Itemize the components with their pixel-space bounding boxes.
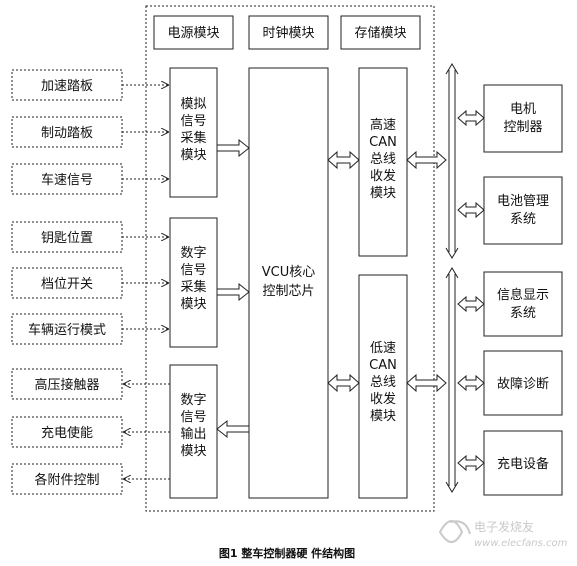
can-high-bus-arrow <box>406 150 447 170</box>
can-high-line-2: CAN <box>369 135 397 150</box>
storage-module: 存储模块 <box>340 15 421 50</box>
key-position-box: 钥匙位置 <box>11 221 123 253</box>
figure-caption: 图1 整车控制器硬 件结构图 <box>219 546 355 560</box>
clock-module: 时钟模块 <box>248 15 329 50</box>
power-module-label: 电源模块 <box>167 26 219 41</box>
clock-module-label: 时钟模块 <box>262 25 314 41</box>
watermark: 电子发烧友 www.elecfans.com <box>438 519 568 549</box>
power-module: 电源模块 <box>153 15 234 50</box>
high-speed-can-bus <box>445 63 459 259</box>
vehicle-speed-label: 车速信号 <box>41 172 93 188</box>
analog-to-core-arrow <box>216 138 250 158</box>
digital-out-line-1: 数字 <box>180 393 206 408</box>
motor-controller-line-2: 控制器 <box>503 120 542 135</box>
can-low-line-4: 收发 <box>370 391 396 407</box>
run-mode-box: 车辆运行模式 <box>11 313 123 345</box>
can-low-bus-arrow <box>406 373 447 393</box>
digital-acquisition-module: 数字 信号 采集 模块 <box>169 217 218 348</box>
hv-contactor-box: 高压接触器 <box>11 368 123 400</box>
digital-acq-line-3: 采集 <box>180 279 206 295</box>
input-arrows <box>122 85 168 329</box>
can-high-line-5: 模块 <box>370 186 396 201</box>
digital-to-core-arrow <box>216 282 250 302</box>
analog-acquisition-module: 模拟 信号 采集 模块 <box>169 67 218 198</box>
watermark-url: www.elecfans.com <box>474 538 568 549</box>
accelerator-pedal-label: 加速踏板 <box>41 79 93 94</box>
digital-output-module: 数字 信号 输出 模块 <box>169 364 218 499</box>
accelerator-pedal-box: 加速踏板 <box>11 69 123 101</box>
fault-diagnosis-box: 故障诊断 <box>483 350 563 416</box>
vcu-core-line-1: VCU核心 <box>262 265 316 280</box>
motor-controller-box: 电机 控制器 <box>483 84 563 153</box>
vehicle-speed-box: 车速信号 <box>11 163 123 195</box>
digital-acq-line-2: 信号 <box>180 263 206 278</box>
digital-out-line-2: 信号 <box>180 410 206 425</box>
watermark-logo-icon <box>438 520 471 543</box>
bms-line-2: 系统 <box>510 212 536 227</box>
analog-acq-line-4: 模块 <box>180 148 206 163</box>
can-high-line-3: 总线 <box>370 152 396 167</box>
digital-acq-line-1: 数字 <box>180 246 206 261</box>
charger-label: 充电设备 <box>497 456 549 472</box>
bus-device-arrows <box>457 109 485 472</box>
info-display-line-1: 信息显示 <box>497 287 549 303</box>
brake-pedal-label: 制动踏板 <box>41 126 93 141</box>
run-mode-label: 车辆运行模式 <box>28 322 106 338</box>
digital-out-line-4: 模块 <box>180 444 206 459</box>
charge-enable-box: 充电使能 <box>11 416 123 448</box>
watermark-brand: 电子发烧友 <box>474 519 534 534</box>
bms-box: 电池管理 系统 <box>483 176 563 245</box>
vcu-core-chip: VCU核心 控制芯片 <box>248 67 329 499</box>
can-high-line-1: 高速 <box>370 117 396 133</box>
info-display-line-2: 系统 <box>510 306 536 321</box>
core-can-low-arrow <box>327 373 360 393</box>
charger-box: 充电设备 <box>483 430 563 496</box>
controller-boundary <box>145 5 435 512</box>
digital-acq-line-4: 模块 <box>180 297 206 312</box>
accessory-control-box: 各附件控制 <box>11 463 123 495</box>
info-display-box: 信息显示 系统 <box>483 271 563 337</box>
key-position-label: 钥匙位置 <box>41 231 93 246</box>
charge-enable-label: 充电使能 <box>41 425 93 441</box>
gear-switch-box: 档位开关 <box>11 267 123 299</box>
low-speed-can-module: 低速 CAN 总线 收发 模块 <box>358 274 408 499</box>
can-low-line-5: 模块 <box>370 409 396 424</box>
brake-pedal-box: 制动踏板 <box>11 116 123 148</box>
analog-acq-line-2: 信号 <box>180 114 206 129</box>
low-speed-can-bus <box>445 267 459 493</box>
can-low-line-1: 低速 <box>370 341 396 356</box>
accessory-control-label: 各附件控制 <box>34 472 99 488</box>
analog-acq-line-1: 模拟 <box>180 97 206 112</box>
hv-contactor-label: 高压接触器 <box>34 377 99 393</box>
digital-out-line-3: 输出 <box>180 426 206 442</box>
bms-line-1: 电池管理 <box>497 194 549 209</box>
storage-module-label: 存储模块 <box>354 26 406 41</box>
core-can-high-arrow <box>327 150 360 170</box>
can-low-line-2: CAN <box>369 358 397 373</box>
gear-switch-label: 档位开关 <box>41 277 93 292</box>
fault-diagnosis-label: 故障诊断 <box>497 377 549 392</box>
can-high-line-4: 收发 <box>370 168 396 184</box>
high-speed-can-module: 高速 CAN 总线 收发 模块 <box>358 67 408 257</box>
motor-controller-line-1: 电机 <box>510 102 536 117</box>
vcu-core-line-2: 控制芯片 <box>262 284 314 299</box>
can-low-line-3: 总线 <box>370 375 396 390</box>
analog-acq-line-3: 采集 <box>180 130 206 146</box>
core-to-output-arrow <box>216 419 250 439</box>
output-arrows <box>124 384 170 479</box>
